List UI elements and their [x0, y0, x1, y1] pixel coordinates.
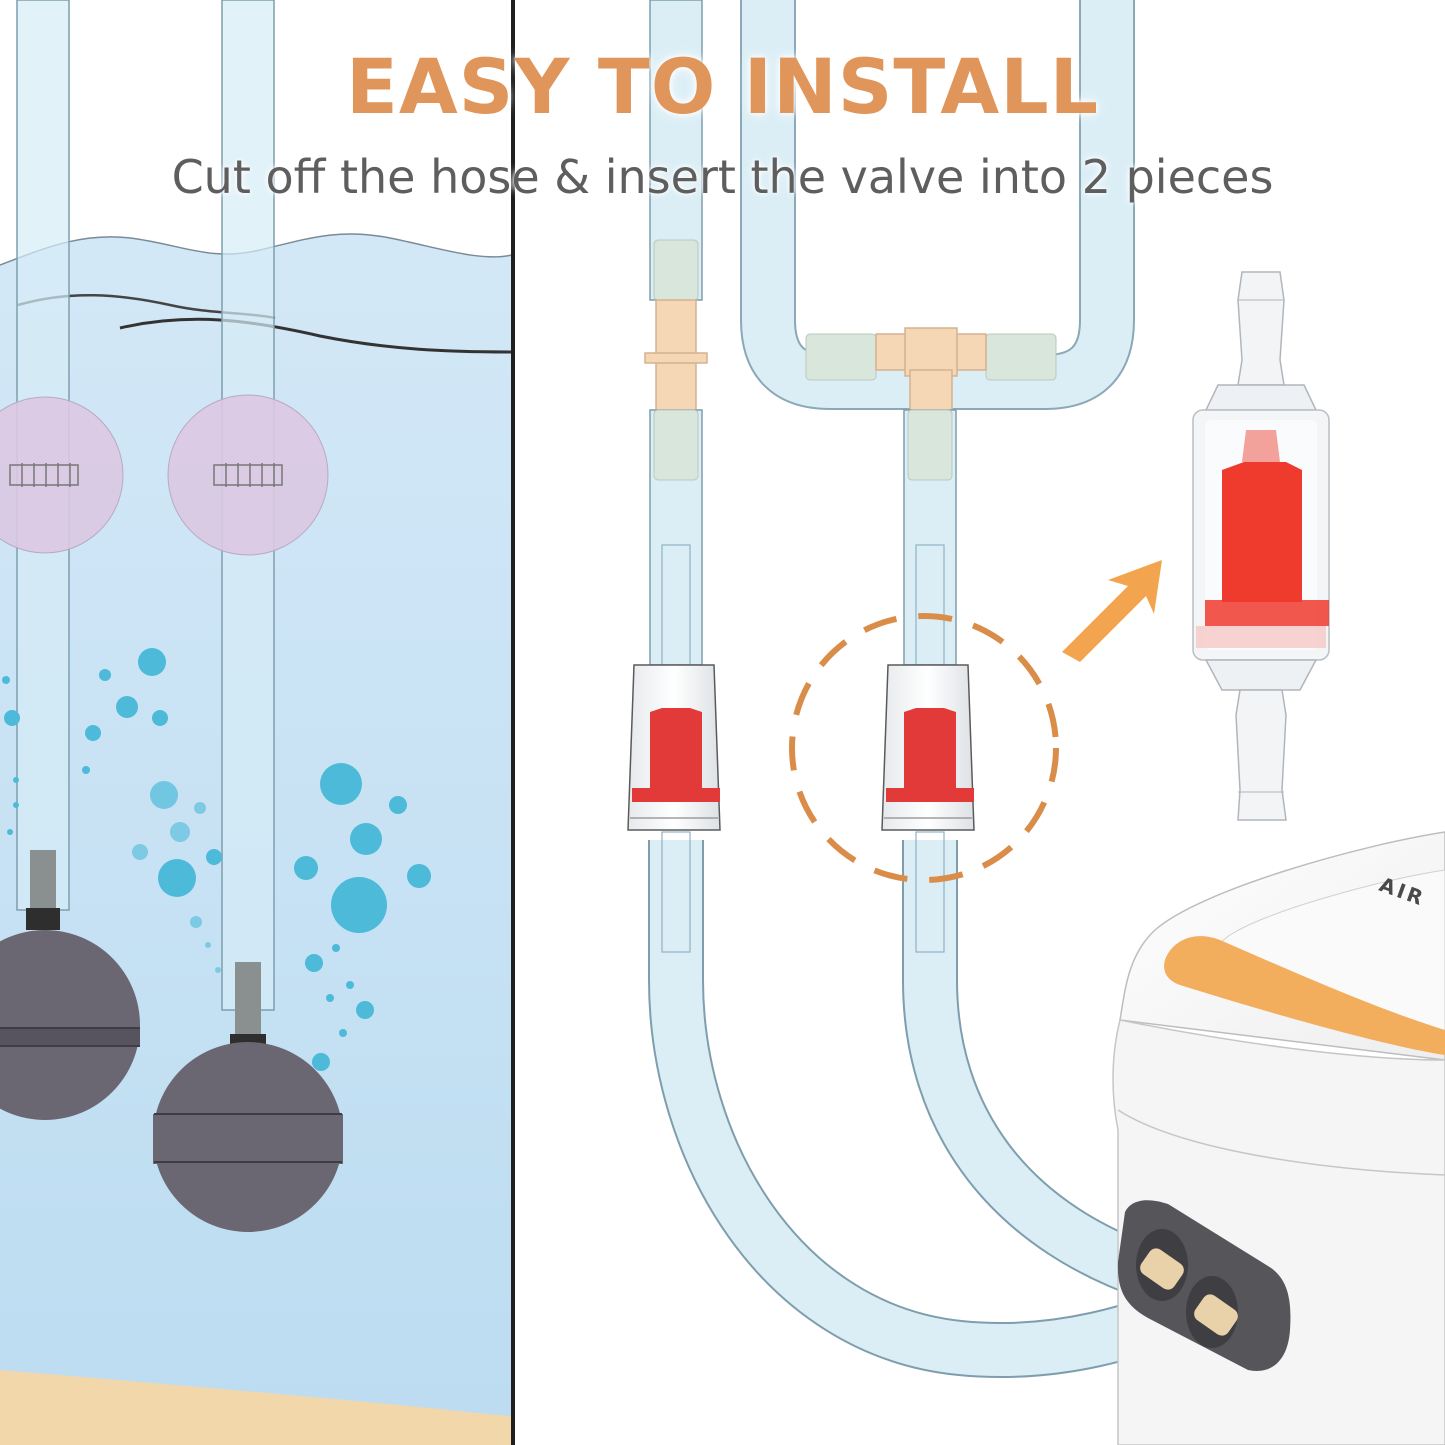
hose-right-lower-inner — [904, 840, 1173, 1303]
check-valve-right — [881, 664, 975, 831]
hose-assembly — [644, 0, 1223, 1379]
straight-connector — [644, 299, 708, 411]
check-valve-left — [627, 664, 721, 831]
dashed-circle-highlight — [789, 613, 1059, 883]
ripple-line-2 — [119, 317, 513, 354]
sleeve-left — [805, 333, 877, 381]
air-stone-right — [153, 962, 343, 1232]
air-stone-left — [0, 850, 140, 1120]
aquarium-wall — [511, 0, 515, 1445]
t-connector — [875, 327, 987, 411]
air-pump: AIR — [1112, 831, 1445, 1445]
check-valve-enlarged — [1192, 271, 1330, 821]
aquarium-sand — [0, 1370, 512, 1445]
pump-outlet-nipples — [1136, 1229, 1238, 1348]
sleeve-left-top — [653, 239, 699, 301]
sleeve-right-mid — [907, 409, 953, 481]
suction-cup-right — [167, 394, 329, 556]
arrow-up-right-icon — [1057, 555, 1167, 667]
headline-subtitle: Cut off the hose & insert the valve into… — [171, 150, 1274, 204]
sleeve-left-mid — [653, 409, 699, 481]
suction-cup-left — [0, 396, 124, 554]
sleeve-right — [985, 333, 1057, 381]
aquarium — [0, 0, 515, 1445]
bubbles — [2, 648, 431, 1071]
headline-title: EASY TO INSTALL — [345, 42, 1100, 131]
